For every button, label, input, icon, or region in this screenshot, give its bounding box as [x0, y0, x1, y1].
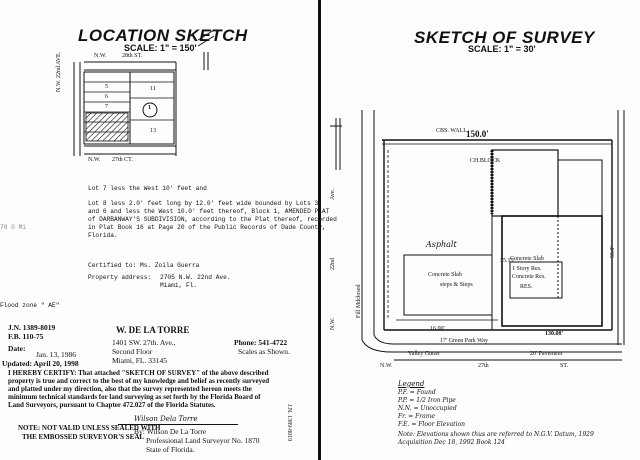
surveyor-signature: Wilson Dela Torre — [134, 415, 198, 423]
not-valid-note-1: NOTE: NOT VALID UNLESS SEALED WITH — [18, 424, 161, 432]
property-address-2: Miami, Fl. — [160, 282, 198, 289]
dim-3515: 35.15' — [500, 258, 515, 264]
street-left-name: N.W. 22nd AVE. — [56, 51, 62, 92]
dim-16: 16.00' — [430, 326, 445, 332]
note-line-1: Note: Elevations shown thus are referred… — [398, 431, 594, 438]
concrete-slab-label: Concrete Slab — [428, 272, 462, 278]
location-sketch-map — [73, 29, 215, 156]
surveyor-name: By: Wilson De La Torre — [134, 427, 207, 436]
top-dimension: 150.0' — [466, 129, 489, 139]
ch-block-label: CH.BLOCK — [470, 158, 501, 164]
concrete-res-label: Concrete Res. — [512, 274, 546, 280]
garage-structure — [491, 149, 559, 217]
dim-130: 130.08' — [545, 331, 564, 337]
legal-line: Florida. — [88, 232, 118, 239]
page-divider — [318, 0, 321, 460]
location-sketch-scale: SCALE: 1" = 150' — [124, 43, 197, 53]
survey-plan — [330, 110, 625, 361]
date-value: Jan. 13, 1986 — [36, 350, 76, 359]
property-address-label: Property address: — [88, 274, 152, 281]
date-label: Date: — [8, 344, 26, 353]
legend-item: F.E. = Floor Elevation — [398, 421, 465, 428]
location-sketch-title: LOCATION SKETCH — [78, 26, 248, 45]
legend-title: Legend — [398, 380, 425, 388]
job-number: J.N. 1389-8019 — [8, 323, 56, 332]
street-bottom-name: 27th CT. — [112, 157, 133, 163]
legend-item: P.F. = Found — [398, 389, 436, 396]
legal-line: and 6 and less the West 10.0' feet there… — [88, 208, 330, 215]
lot-number: 13 — [150, 128, 156, 134]
lot-number: 11 — [150, 86, 156, 92]
surveyor-license: Professional Land Surveyor No. 1870 — [146, 436, 260, 445]
asphalt-label: Asphalt — [426, 240, 457, 249]
street-bottom-27th: 27th — [478, 363, 489, 369]
company-name: W. DE LA TORRE — [116, 325, 190, 335]
phone-number: Phone: 541-4722 — [234, 338, 288, 347]
certification-line: I HEREBY CERTIFY: That attached "SKETCH … — [8, 369, 269, 377]
legend-item: P.P. = 1/2 Iron Pipe — [398, 397, 456, 404]
street-bottom-nw: N.W. — [88, 157, 101, 163]
valley-gutter-label: Valley Gutter — [408, 351, 441, 357]
surveyor-state: State of Florida. — [146, 445, 195, 454]
dim-55: 55.0' — [610, 246, 616, 258]
street-left-nw: N.W. — [330, 317, 336, 330]
survey-title: SKETCH OF SURVEY — [414, 28, 595, 47]
certification-line: Land Surveyors, pursuant to Chapter 472.… — [8, 401, 216, 409]
lot-number: 5 — [105, 84, 108, 90]
parkway-label: 17' Green Park Way — [440, 338, 488, 344]
certification-line: and platted under my direction, also tha… — [8, 385, 252, 393]
survey-scale: SCALE: 1" = 30' — [468, 44, 536, 54]
concrete-slab-2-label: Concrete Slab — [510, 256, 544, 262]
not-valid-note-2: THE EMBOSSED SURVEYOR'S SEAL — [22, 433, 145, 441]
steps-label: steps & Steps — [440, 282, 473, 288]
street-bottom-nw: N.W. — [380, 363, 393, 369]
pavement-label: 20' Pavement — [530, 351, 563, 357]
certified-to: Certified to: Ms. Zoila Guerra — [88, 262, 200, 269]
company-address-2: Second Floor — [112, 347, 153, 356]
cbs-wall-label: CBS. WALL — [436, 128, 467, 134]
street-bottom-curb — [361, 339, 622, 353]
north-arrow-icon — [330, 118, 342, 170]
one-story-label: 1 Story Res. — [512, 266, 542, 272]
legal-line: of DARBANWAY'S SUBDIVISION, according to… — [88, 216, 337, 223]
legal-line: Lot 8 less 2.0' feet long by 12.0' feet … — [88, 200, 319, 207]
fill-label: Fill Mdclosed — [356, 284, 362, 318]
street-left-ave: Ave. — [330, 188, 336, 200]
block-number: 1 — [148, 105, 151, 111]
lot-number: 7 — [105, 104, 108, 110]
updated-date: Updated: April 20, 1998 — [2, 359, 79, 368]
note-line-2: Acquisition Dec 18, 1992 Book 124 — [398, 439, 505, 446]
subject-lot-hatch — [85, 112, 129, 142]
legend-item: Fr. = Frame — [398, 413, 435, 420]
property-address-1: 2705 N.W. 22nd Ave. — [160, 274, 231, 281]
street-left-22nd: 22nd — [330, 258, 336, 270]
residence-structure — [501, 215, 603, 327]
residence-label: RES. — [520, 284, 533, 290]
legal-line: Lot 7 less the West 10' feet and — [88, 185, 207, 192]
field-book: F.B. 110-75 — [8, 332, 44, 341]
legend-item: N.N. = Unoccupied — [398, 405, 457, 412]
signature-line — [118, 424, 238, 425]
north-arrow-icon — [197, 29, 215, 70]
block-number-circle — [142, 102, 158, 118]
scales-note: Scales as Shown. — [238, 347, 290, 356]
certification-line: minimum technical standards for land sur… — [8, 393, 261, 401]
legal-line: in Plat Book 16 at Page 20 of the Public… — [88, 224, 326, 231]
watermark: 78 © Mi — [0, 224, 26, 231]
flood-zone: Flood zone " AE" — [0, 302, 60, 309]
street-top-nw: N.W. — [94, 53, 107, 59]
certification-line: property is true and correct to the best… — [8, 377, 270, 385]
street-bottom-st: ST. — [560, 363, 569, 369]
side-job-number: J.N. 1389-8019 — [286, 404, 292, 442]
lot-number: 6 — [105, 94, 108, 100]
company-address-3: Miami, FL. 33145 — [112, 356, 168, 365]
company-address-1: 1401 SW. 27th. Ave., — [112, 338, 176, 347]
street-top-name: 28th ST. — [122, 53, 143, 59]
